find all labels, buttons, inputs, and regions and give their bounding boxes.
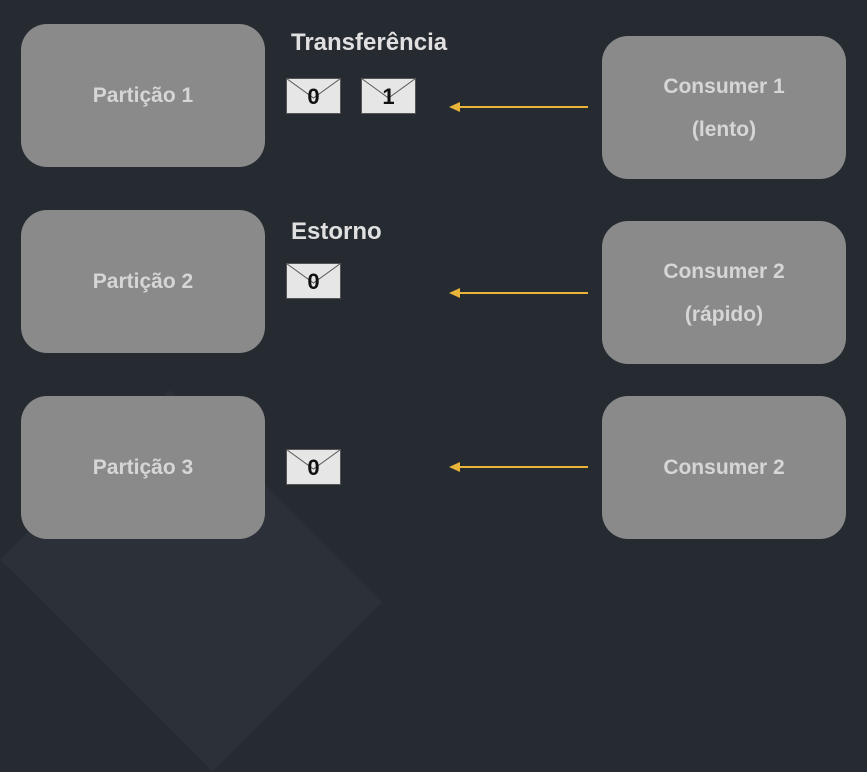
partition-3-label: Partição 3 [92,456,194,479]
arrow-left-icon [449,462,588,472]
consumer-1-speed: (lento) [691,117,757,141]
consumer-2-box: Consumer 2 (rápido) [602,221,846,364]
envelope-icon [361,78,416,114]
message-envelope: 0 [286,78,341,114]
consumer-2-name: Consumer 2 [663,259,785,283]
message-offset: 0 [307,455,320,480]
partition-2-box: Partição 2 [21,210,265,353]
topic-label-estorno: Estorno [291,218,382,245]
arrow-left-icon [449,102,588,112]
envelope-icon [286,78,341,114]
consumer-2-speed: (rápido) [684,302,764,326]
envelope-icon [286,449,341,485]
arrow-left-icon [449,288,588,298]
message-envelope: 0 [286,449,341,485]
topic-label-transferencia: Transferência [291,29,448,56]
message-envelope: 0 [286,263,341,299]
consumer-3-box: Consumer 2 [602,396,846,539]
consumer-3-name: Consumer 2 [663,456,785,479]
consumer-1-name: Consumer 1 [663,74,785,98]
message-offset: 1 [382,84,395,109]
message-offset: 0 [307,84,320,109]
consumer-1-box: Consumer 1 (lento) [602,36,846,179]
partition-2-label: Partição 2 [92,270,194,293]
message-envelope: 1 [361,78,416,114]
message-offset: 0 [307,269,320,294]
partition-1-box: Partição 1 [21,24,265,167]
envelope-icon [286,263,341,299]
partition-3-box: Partição 3 [21,396,265,539]
partition-1-label: Partição 1 [92,84,194,107]
